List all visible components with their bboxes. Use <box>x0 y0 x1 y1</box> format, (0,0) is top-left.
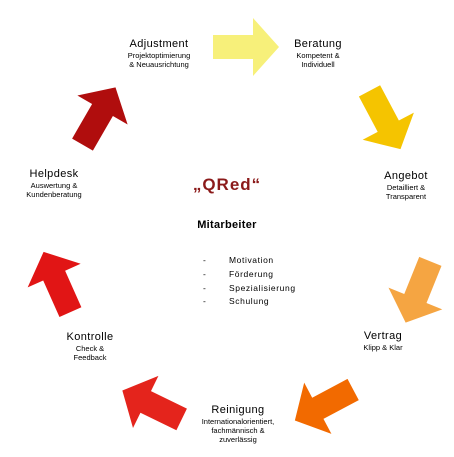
step-angebot-title: Angebot <box>384 170 428 182</box>
arrow-kontrolle-to-helpdesk <box>27 251 82 318</box>
step-reinigung: Reinigung Internationalorientiert, fachm… <box>178 404 298 444</box>
step-beratung-title: Beratung <box>294 38 342 50</box>
step-kontrolle: Kontrolle Check & Feedback <box>42 331 138 362</box>
step-adjustment-title: Adjustment <box>129 38 189 50</box>
step-vertrag-line-1: Klipp & Klar <box>363 343 403 352</box>
center-title: „QRed“ <box>192 175 262 194</box>
center-list-item: -Spezialisierung <box>203 282 296 293</box>
step-reinigung-line-2: fachmännisch & <box>211 426 265 435</box>
step-kontrolle-title: Kontrolle <box>66 331 114 343</box>
center-subtitle: Mitarbeiter <box>197 219 257 231</box>
step-beratung-line-1: Kompetent & <box>296 51 340 60</box>
step-reinigung-title: Reinigung <box>211 404 265 416</box>
step-beratung: Beratung Kompetent & Individuell <box>270 38 366 69</box>
step-reinigung-line-3: zuverlässig <box>219 435 257 444</box>
step-helpdesk-line-2: Kundenberatung <box>26 190 82 199</box>
arrow-beratung <box>213 18 279 76</box>
step-vertrag-title: Vertrag <box>363 330 403 342</box>
center-list-item: -Förderung <box>203 268 274 279</box>
step-adjustment: Adjustment Projektoptimierung & Neuausri… <box>104 38 214 69</box>
step-vertrag: Vertrag Klipp & Klar <box>335 330 431 352</box>
arrow-reinigung <box>294 378 359 434</box>
step-kontrolle-line-2: Feedback <box>73 353 107 362</box>
center-list: -Motivation -Förderung -Spezialisierung … <box>203 254 296 309</box>
arrow-vertrag <box>388 256 443 323</box>
step-kontrolle-line-1: Check & <box>75 344 105 353</box>
step-helpdesk: Helpdesk Auswertung & Kundenberatung <box>6 168 102 199</box>
step-reinigung-line-1: Internationalorientiert, <box>201 417 275 426</box>
step-angebot-line-2: Transparent <box>385 192 427 201</box>
center-list-item: -Schulung <box>203 296 270 307</box>
arrow-angebot <box>358 85 414 150</box>
arrow-adjustment <box>72 87 128 151</box>
step-helpdesk-title: Helpdesk <box>29 168 79 180</box>
step-beratung-line-2: Individuell <box>301 60 335 69</box>
step-adjustment-line-1: Projektoptimierung <box>127 51 191 60</box>
step-helpdesk-line-1: Auswertung & <box>30 181 78 190</box>
step-angebot: Angebot Detailliert & Transparent <box>358 170 454 201</box>
step-adjustment-line-2: & Neuausrichtung <box>129 60 189 69</box>
center-list-item: -Motivation <box>203 255 274 265</box>
step-angebot-line-1: Detailliert & <box>386 183 426 192</box>
arrow-reinigung-to-kontrolle <box>122 375 187 431</box>
